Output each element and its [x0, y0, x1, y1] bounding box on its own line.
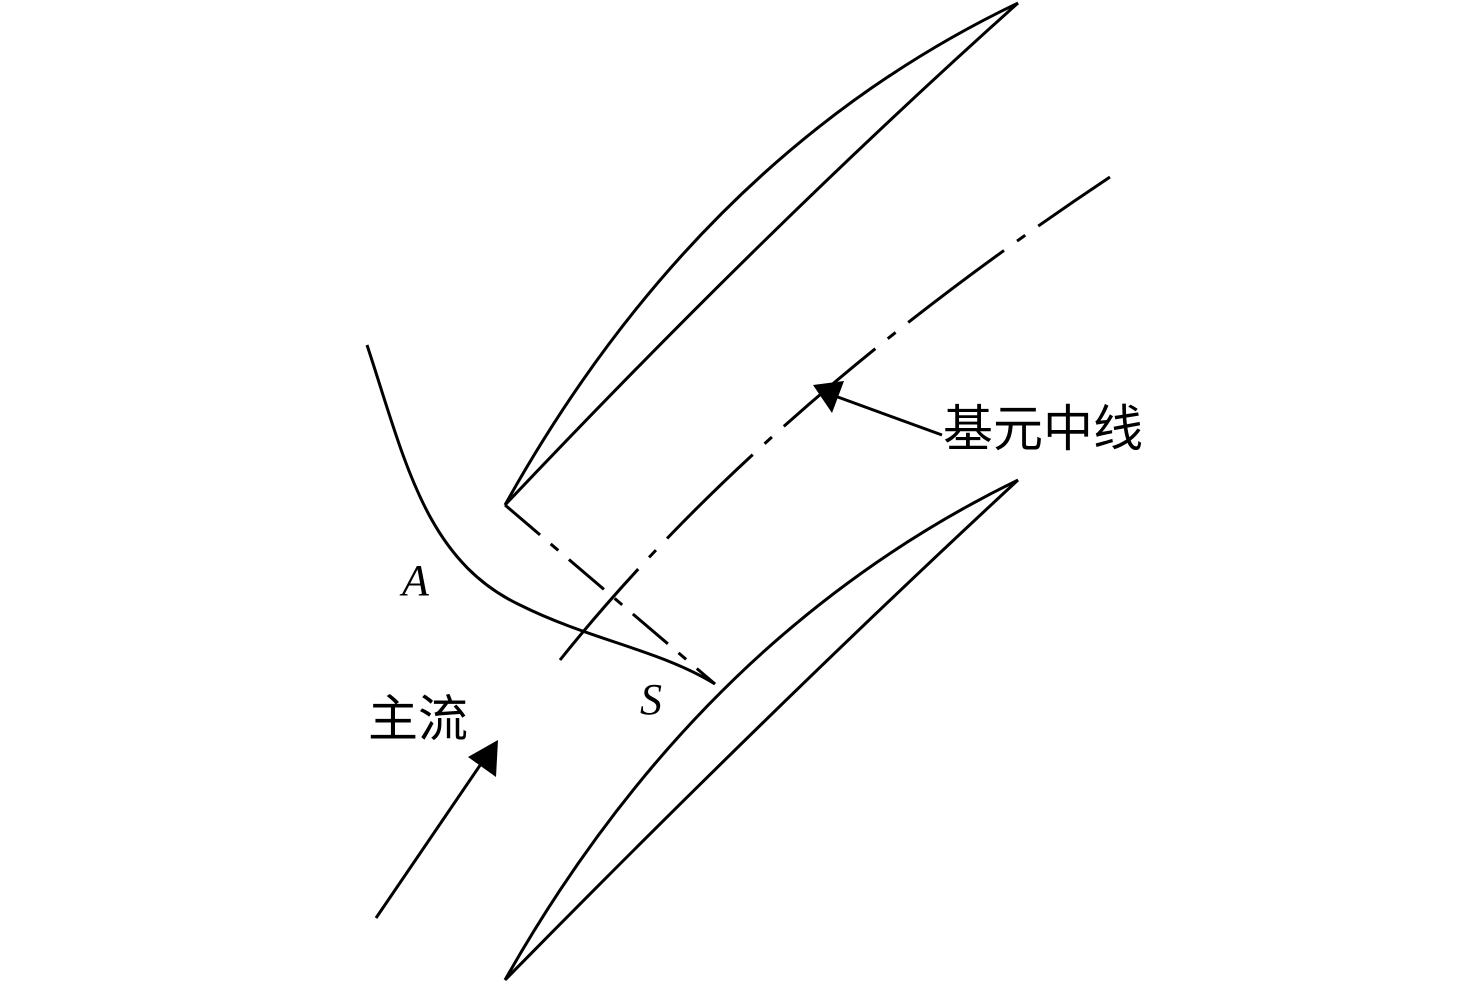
lower-blade-pressure-side: [503, 478, 1020, 982]
label-point-a: A: [399, 556, 430, 605]
label-element-centerline: 基元中线: [943, 400, 1143, 458]
label-point-s: S: [640, 675, 662, 724]
upper-blade: [503, 1, 1020, 507]
throat-line: [504, 503, 716, 686]
main-flow-arrow: [374, 740, 498, 919]
centerline-leader-arrow: [813, 381, 943, 437]
lower-blade: [503, 478, 1020, 982]
upper-blade-pressure-side: [503, 1, 1020, 507]
main-flow-arrow-shaft: [374, 757, 487, 919]
main-flow-arrow-head: [468, 740, 498, 777]
label-main-flow: 主流: [368, 690, 468, 748]
upper-blade-suction-side: [503, 1, 1019, 506]
centerline-leader-head: [813, 381, 844, 413]
curve-a-to-s: [365, 344, 716, 686]
centerline-leader-shaft: [834, 394, 943, 437]
lower-blade-suction-side: [503, 478, 1019, 981]
element-centerline: [558, 175, 1111, 661]
